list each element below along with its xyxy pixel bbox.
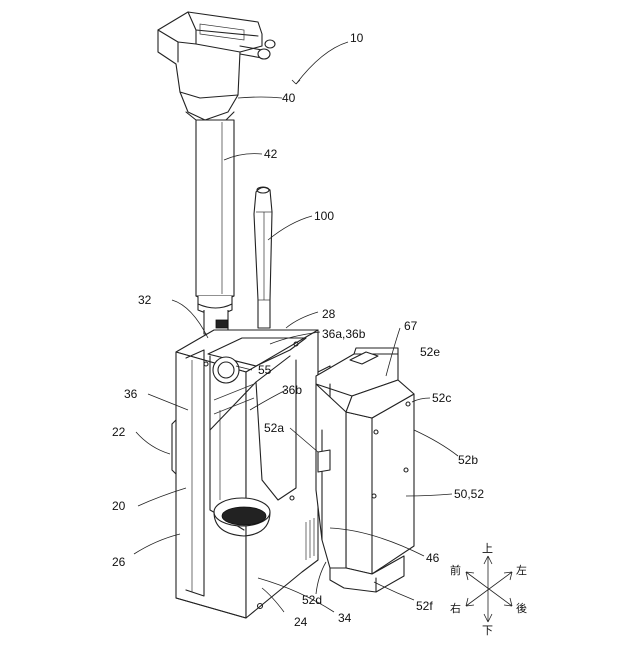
label-52e: 52e bbox=[420, 345, 440, 359]
label-36a-36b: 36a,36b bbox=[322, 327, 366, 341]
direction-indicator: 上 下 前 後 左 右 bbox=[450, 542, 527, 637]
label-24: 24 bbox=[294, 615, 308, 629]
direction-back-label: 後 bbox=[516, 601, 527, 615]
main-body bbox=[172, 330, 318, 618]
label-100: 100 bbox=[314, 209, 334, 223]
rod-part bbox=[254, 187, 272, 328]
direction-front-label: 前 bbox=[450, 563, 461, 577]
label-36b: 36b bbox=[282, 383, 302, 397]
label-52d: 52d bbox=[302, 593, 322, 607]
direction-left-label: 左 bbox=[516, 564, 527, 577]
label-40: 40 bbox=[282, 91, 296, 105]
battery-pack bbox=[316, 348, 414, 592]
label-32: 32 bbox=[138, 293, 152, 307]
label-67: 67 bbox=[404, 319, 418, 333]
label-26: 26 bbox=[112, 555, 126, 569]
direction-down-label: 下 bbox=[482, 625, 493, 637]
label-34: 34 bbox=[338, 611, 352, 625]
label-55: 55 bbox=[258, 363, 272, 377]
label-52a: 52a bbox=[264, 421, 284, 435]
label-36: 36 bbox=[124, 387, 138, 401]
label-52f: 52f bbox=[416, 599, 433, 613]
label-46: 46 bbox=[426, 551, 440, 565]
handle-part bbox=[158, 12, 275, 120]
label-10: 10 bbox=[350, 31, 364, 45]
pipe-part bbox=[196, 120, 234, 334]
label-28: 28 bbox=[322, 307, 336, 321]
direction-right-label: 右 bbox=[450, 601, 461, 615]
label-42: 42 bbox=[264, 147, 278, 161]
label-22: 22 bbox=[112, 425, 126, 439]
label-20: 20 bbox=[112, 499, 126, 513]
direction-up-label: 上 bbox=[482, 542, 493, 555]
label-50-52: 50,52 bbox=[454, 487, 484, 501]
label-52b: 52b bbox=[458, 453, 478, 467]
label-52c: 52c bbox=[432, 391, 451, 405]
